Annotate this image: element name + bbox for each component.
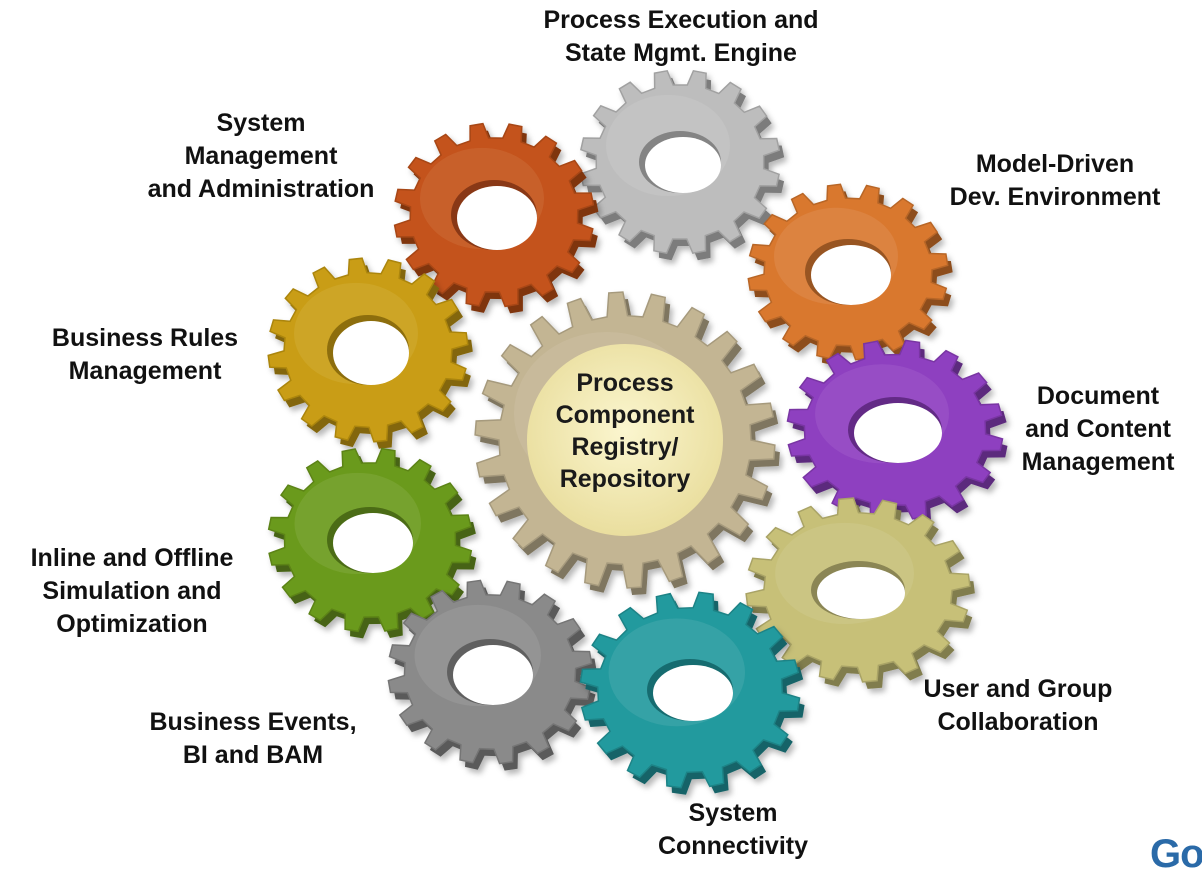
corner-logo-text: Go	[1150, 832, 1202, 876]
label-line: System	[688, 799, 778, 827]
gear-process-execution	[579, 69, 785, 261]
gear-hole	[645, 137, 721, 193]
gear-hole	[653, 665, 733, 721]
gear-hole	[333, 321, 409, 385]
gear-system-connectivity	[579, 591, 805, 795]
gear-hole	[333, 513, 413, 573]
gear-hub	[527, 344, 723, 536]
label-line: Optimization	[56, 610, 208, 638]
gear-hole	[457, 186, 537, 250]
label-line: Repository	[559, 465, 691, 493]
label-line: Management	[68, 357, 222, 385]
label-line: Collaboration	[937, 708, 1099, 736]
label-line: Process	[576, 369, 674, 397]
label-line: Model-Driven	[975, 150, 1135, 178]
label-line: User and Group	[923, 675, 1113, 703]
label-user-group: User and Group Collaboration	[924, 673, 1113, 739]
gear-hole	[453, 645, 533, 705]
gear-hole	[854, 403, 942, 463]
gear-hole	[811, 245, 891, 305]
label-line: BI and BAM	[182, 741, 324, 769]
gear-system-management	[393, 122, 599, 314]
label-system-management: System Management and Administration	[148, 107, 375, 206]
label-line: Business Rules	[51, 324, 239, 352]
gear-simulation	[267, 447, 477, 639]
label-line: and Content	[1025, 415, 1171, 443]
gear-document-content	[786, 339, 1008, 527]
label-line: Management	[184, 142, 338, 170]
label-line: Process Execution and	[543, 6, 819, 34]
label-line: System	[216, 109, 306, 137]
label-line: and Administration	[147, 175, 375, 203]
label-system-connectivity: System Connectivity	[658, 797, 808, 863]
label-line: State Mgmt. Engine	[565, 39, 797, 67]
label-process-execution: Process Execution and State Mgmt. Engine	[543, 4, 818, 70]
label-line: Dev. Environment	[949, 183, 1161, 211]
label-document-content: Document and Content Management	[1022, 380, 1175, 479]
gear-model-driven	[747, 183, 953, 367]
gear-hole	[817, 567, 905, 619]
label-model-driven: Model-Driven Dev. Environment	[950, 148, 1161, 214]
gear-business-rules	[267, 257, 473, 449]
gear-user-group	[745, 497, 975, 689]
label-line: Registry/	[571, 433, 679, 461]
label-line: Document	[1036, 382, 1160, 410]
label-line: Business Events,	[149, 708, 357, 736]
gear-center-registry	[474, 291, 780, 595]
gear-business-events	[387, 579, 597, 771]
label-business-rules: Business Rules Management	[52, 322, 238, 388]
label-center-registry: Process Component Registry/ Repository	[556, 367, 695, 495]
label-line: Inline and Offline	[30, 544, 234, 572]
label-line: Component	[555, 401, 695, 429]
label-simulation: Inline and Offline Simulation and Optimi…	[31, 542, 234, 641]
label-line: Simulation and	[42, 577, 222, 605]
label-line: Management	[1021, 448, 1175, 476]
label-business-events: Business Events, BI and BAM	[149, 706, 356, 772]
label-line: Connectivity	[657, 832, 809, 860]
